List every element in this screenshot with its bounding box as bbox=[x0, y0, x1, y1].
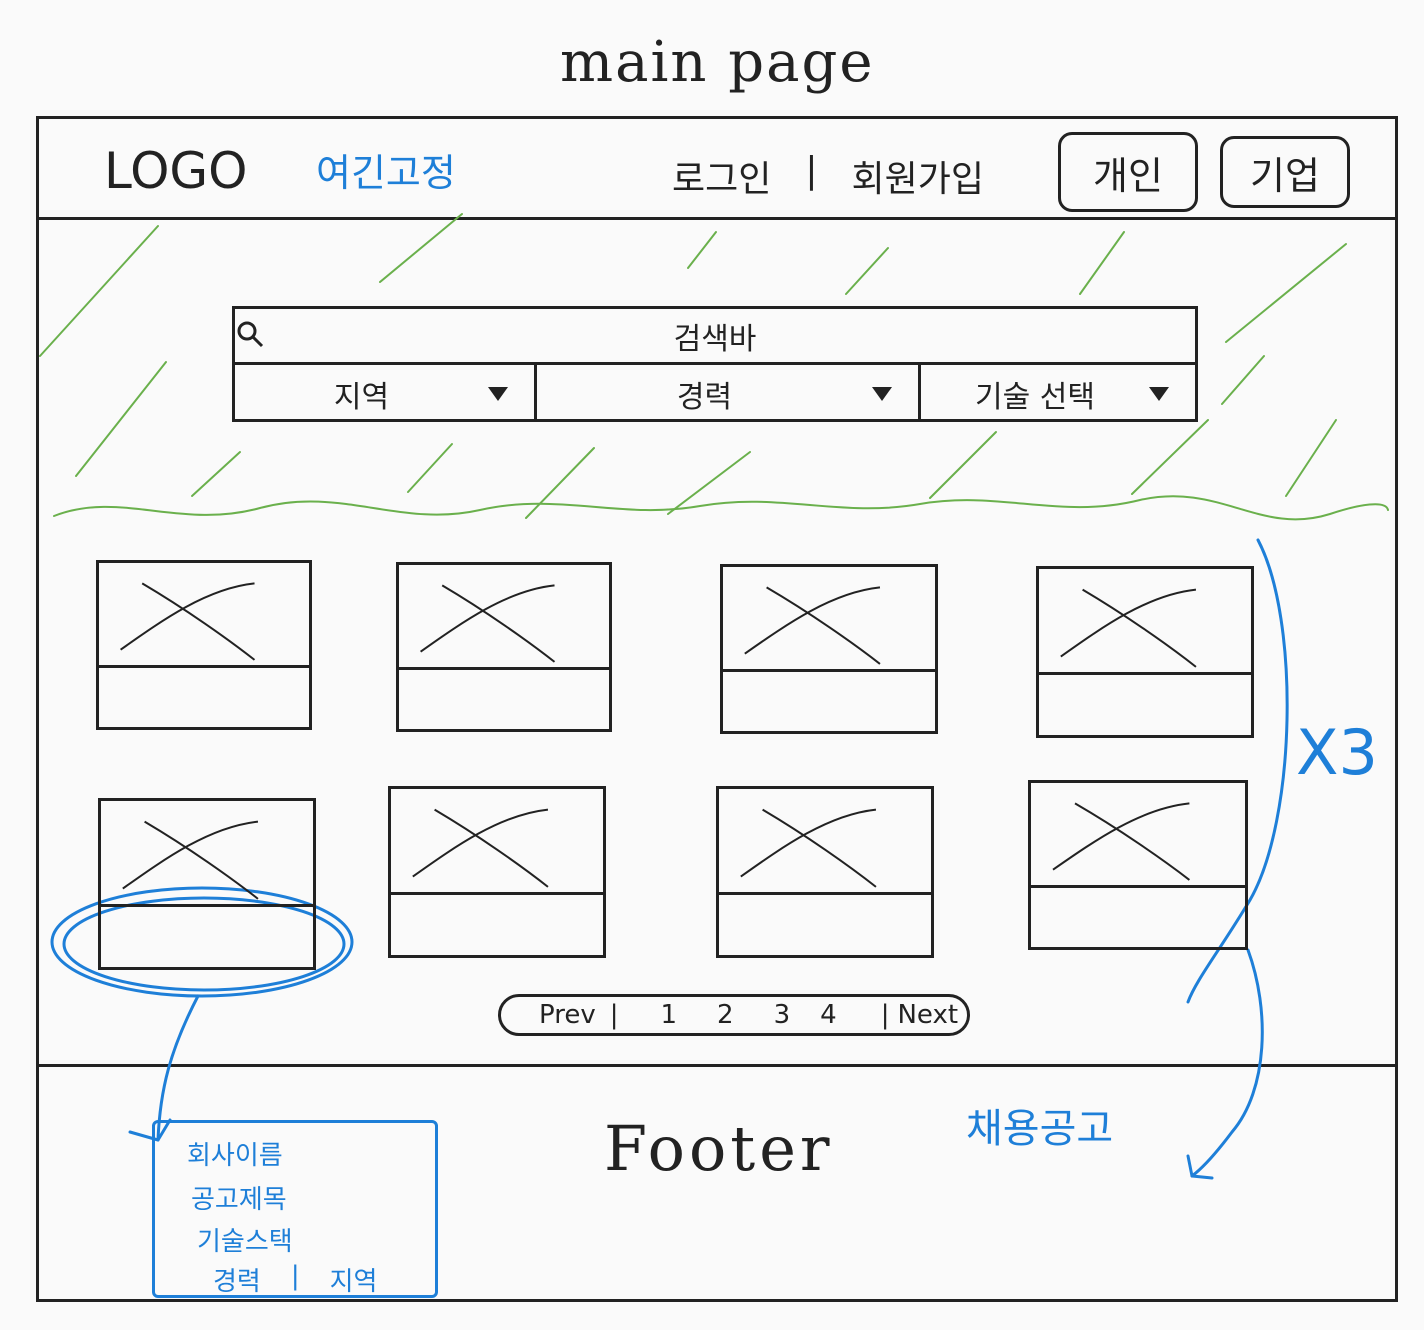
detail-career-region: 경력 | 지역 bbox=[213, 1261, 377, 1298]
repeat-note: X3 bbox=[1296, 716, 1378, 789]
image-placeholder-icon bbox=[744, 586, 881, 665]
company-button[interactable]: 기업 bbox=[1220, 136, 1350, 208]
job-card[interactable] bbox=[720, 564, 938, 734]
recruit-note: 채용공고 bbox=[966, 1106, 1114, 1152]
pager-separator: | bbox=[880, 1000, 890, 1030]
job-card[interactable] bbox=[396, 562, 612, 732]
image-placeholder-icon bbox=[120, 582, 256, 661]
region-select-label: 지역 bbox=[333, 379, 390, 415]
detail-career: 경력 bbox=[213, 1267, 261, 1297]
auth-links: 로그인 | 회원가입 bbox=[672, 150, 984, 202]
detail-company: 회사이름 bbox=[187, 1141, 283, 1171]
job-card[interactable] bbox=[1036, 566, 1254, 738]
footer-label: Footer bbox=[604, 1112, 834, 1185]
image-placeholder-icon bbox=[122, 820, 259, 900]
chevron-down-icon bbox=[1149, 386, 1169, 401]
logo[interactable]: LOGO bbox=[104, 142, 248, 200]
auth-separator: | bbox=[805, 150, 818, 191]
job-card[interactable] bbox=[98, 798, 316, 970]
detail-stack: 기술스택 bbox=[197, 1227, 293, 1257]
career-select[interactable]: 경력 bbox=[537, 365, 921, 422]
card-info bbox=[723, 669, 935, 734]
page-frame bbox=[36, 116, 1398, 1302]
pager-separator: | bbox=[609, 1000, 619, 1030]
search-panel: 검색바 지역 경력 기술 선택 bbox=[232, 306, 1198, 422]
card-thumbnail bbox=[399, 565, 609, 667]
header-divider bbox=[36, 217, 1398, 220]
card-detail-note: 회사이름 공고제목 기술스택 경력 | 지역 bbox=[152, 1120, 438, 1298]
search-icon[interactable] bbox=[235, 319, 265, 349]
next-button[interactable]: Next bbox=[897, 1000, 959, 1030]
footer-divider bbox=[36, 1064, 1398, 1067]
skill-select[interactable]: 기술 선택 bbox=[921, 365, 1195, 422]
card-info bbox=[99, 665, 309, 730]
card-info bbox=[1039, 672, 1251, 738]
card-info bbox=[101, 904, 313, 970]
region-select[interactable]: 지역 bbox=[235, 365, 537, 422]
personal-button[interactable]: 개인 bbox=[1058, 132, 1198, 212]
chevron-down-icon bbox=[488, 386, 508, 401]
detail-separator: | bbox=[290, 1261, 300, 1291]
page-2[interactable]: 2 bbox=[717, 1000, 734, 1030]
fixed-header-note: 여긴고정 bbox=[316, 151, 456, 195]
card-info bbox=[399, 667, 609, 732]
page-1[interactable]: 1 bbox=[660, 1000, 678, 1030]
career-select-label: 경력 bbox=[676, 379, 733, 415]
card-thumbnail bbox=[99, 563, 309, 665]
skill-select-label: 기술 선택 bbox=[975, 379, 1095, 415]
image-placeholder-icon bbox=[412, 808, 549, 888]
detail-region: 지역 bbox=[329, 1267, 378, 1297]
prev-button[interactable]: Prev bbox=[539, 1000, 596, 1030]
card-thumbnail bbox=[719, 789, 931, 892]
card-thumbnail bbox=[1031, 783, 1245, 885]
personal-button-label: 개인 bbox=[1093, 153, 1163, 198]
chevron-down-icon bbox=[872, 386, 892, 401]
job-card[interactable] bbox=[1028, 780, 1248, 950]
page-title: main page bbox=[560, 30, 875, 95]
signup-link[interactable]: 회원가입 bbox=[851, 159, 984, 200]
card-thumbnail bbox=[101, 801, 313, 904]
image-placeholder-icon bbox=[740, 808, 877, 888]
detail-title: 공고제목 bbox=[191, 1185, 287, 1215]
login-link[interactable]: 로그인 bbox=[672, 159, 772, 200]
card-info bbox=[1031, 885, 1245, 950]
card-info bbox=[719, 892, 931, 958]
job-card[interactable] bbox=[96, 560, 312, 730]
page-3[interactable]: 3 bbox=[773, 1000, 791, 1030]
card-thumbnail bbox=[391, 789, 603, 892]
job-card[interactable] bbox=[716, 786, 934, 958]
company-button-label: 기업 bbox=[1250, 153, 1320, 198]
search-placeholder: 검색바 bbox=[673, 321, 757, 357]
search-input[interactable]: 검색바 bbox=[235, 309, 1195, 365]
image-placeholder-icon bbox=[1060, 588, 1197, 668]
image-placeholder-icon bbox=[1052, 802, 1191, 881]
card-thumbnail bbox=[1039, 569, 1251, 672]
card-thumbnail bbox=[723, 567, 935, 669]
page-4[interactable]: 4 bbox=[820, 1000, 837, 1030]
card-info bbox=[391, 892, 603, 958]
job-card[interactable] bbox=[388, 786, 606, 958]
image-placeholder-icon bbox=[420, 584, 556, 663]
pagination: Prev | 1 2 3 4 | Next bbox=[498, 994, 970, 1036]
